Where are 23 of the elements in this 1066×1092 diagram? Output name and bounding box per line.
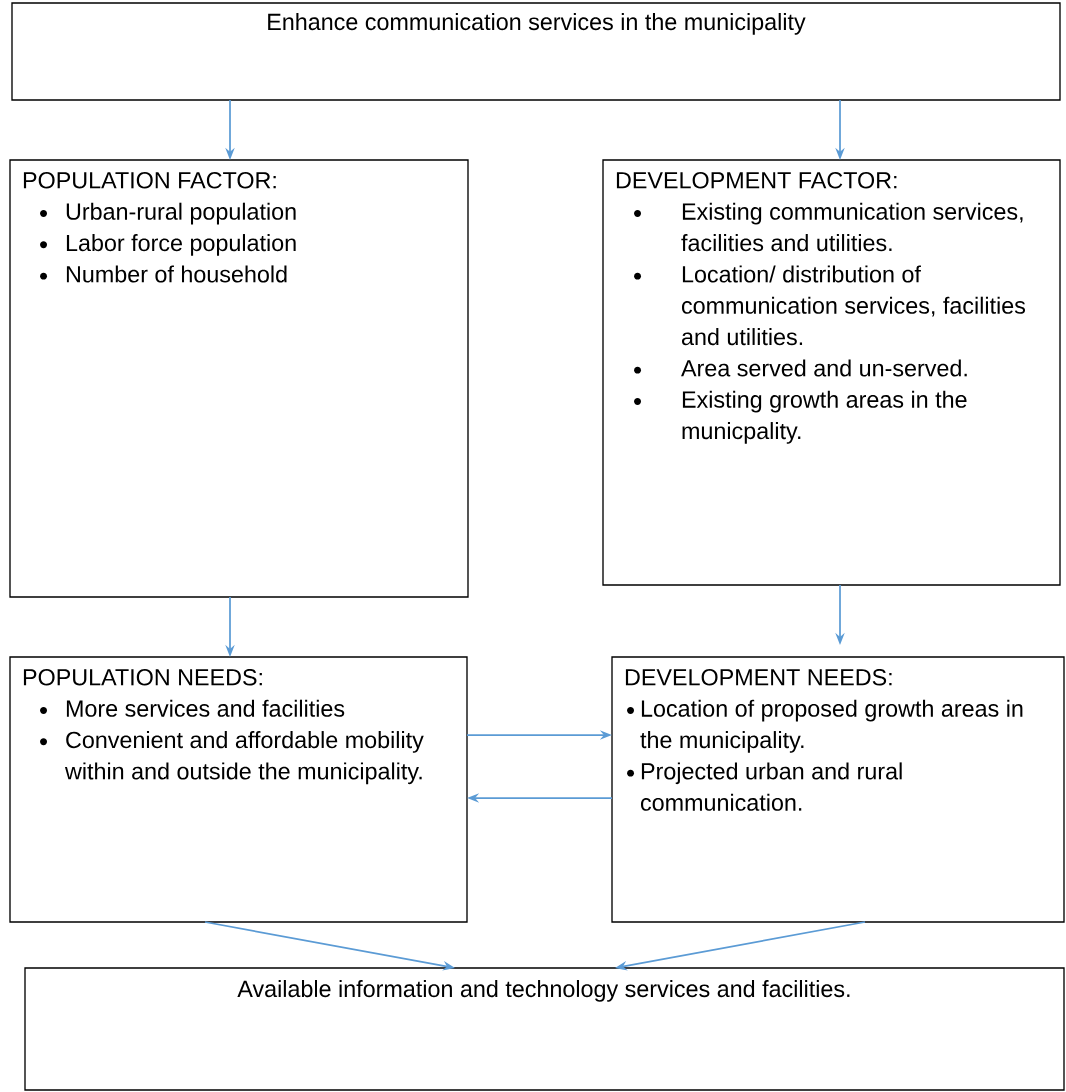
text-box xyxy=(11,2,1061,101)
bullet-text: Location/ distribution of communication services, facilities and utilities. xyxy=(634,265,1026,346)
text-box xyxy=(9,159,469,598)
bullet-text: More services and facilities xyxy=(40,699,345,717)
bullet-text: Existing communication services, facilities and utilities. xyxy=(634,202,1023,252)
bullet-text: Labor force population xyxy=(40,234,296,256)
bullet-text: Number of household xyxy=(40,265,287,283)
bullet-text: Existing growth areas in the municpality. xyxy=(634,390,967,444)
box-heading: DEVELOPMENT NEEDS: xyxy=(625,669,892,686)
box-heading: POPULATION NEEDS: xyxy=(23,669,262,686)
box-heading: DEVELOPMENT FACTOR: xyxy=(616,172,897,189)
text-box xyxy=(602,159,1061,586)
bullet-text: Urban-rural population xyxy=(40,202,296,225)
text-box xyxy=(9,656,468,923)
box-text: Available information and technology services and facilities. xyxy=(237,980,850,1002)
box-heading: POPULATION FACTOR: xyxy=(23,172,276,189)
text-box xyxy=(611,656,1065,923)
bullet-text: Convenient and affordable mobility within and outside the municipality. xyxy=(40,731,424,785)
text-box xyxy=(24,967,1065,1091)
bullet-text: Projected urban and rural communication. xyxy=(627,762,902,811)
box-text: Enhance communication services in the municipality xyxy=(268,13,806,35)
bullet-text: Location of proposed growth areas in the municipality. xyxy=(627,699,1023,753)
bullet-text: Area served and un-served. xyxy=(634,359,967,377)
